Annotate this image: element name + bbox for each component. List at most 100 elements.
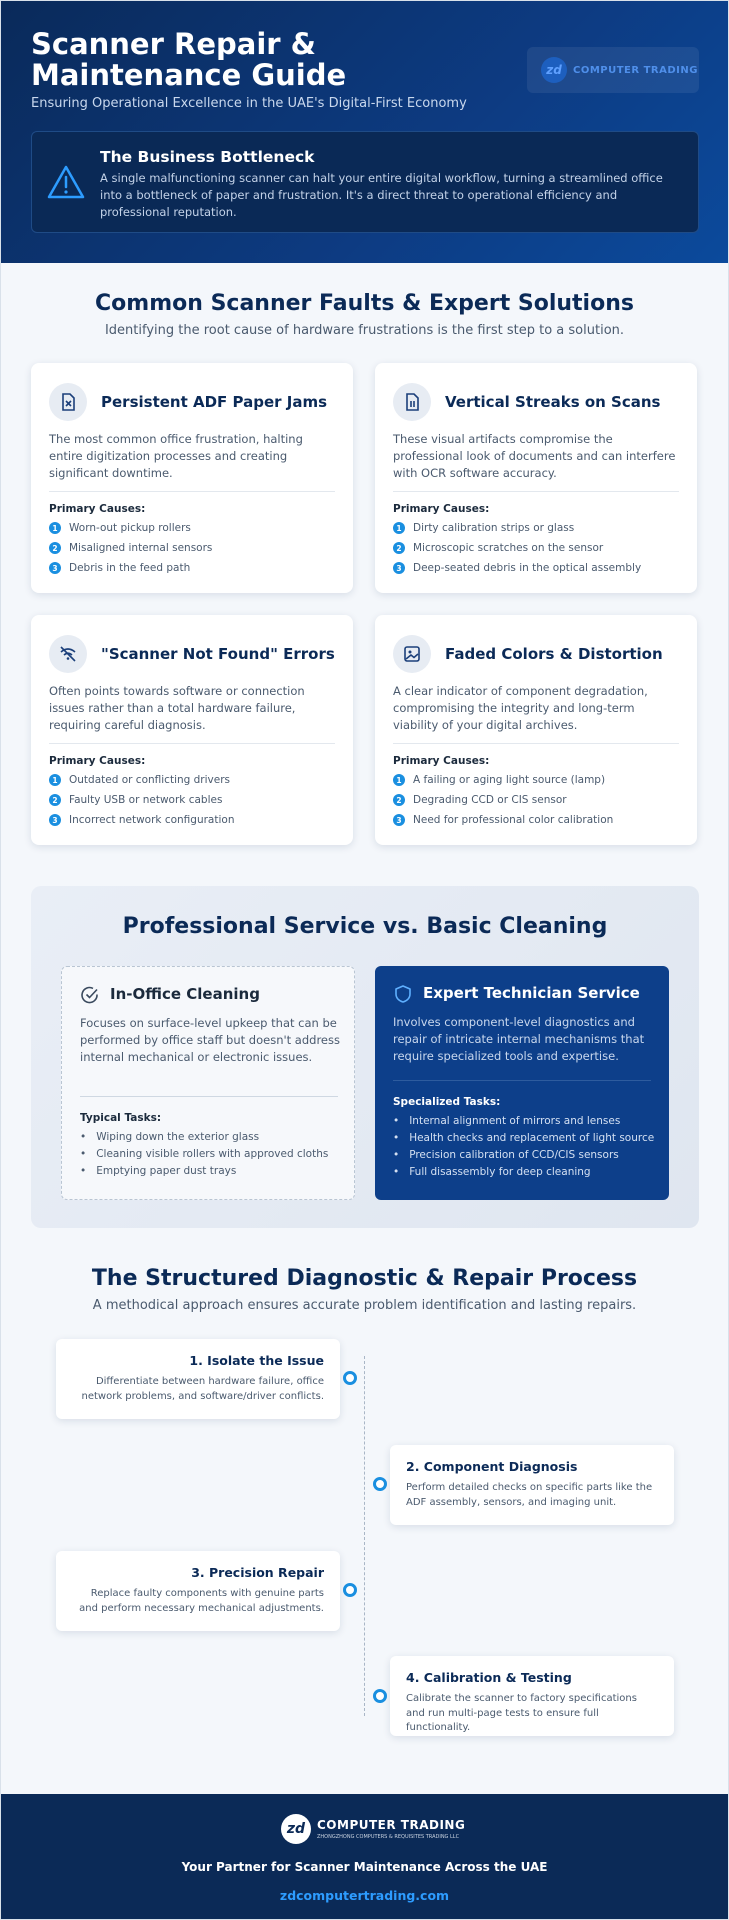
cause-number: 1: [49, 774, 61, 786]
logo-mark: zd: [541, 57, 567, 83]
expert-text: Involves component-level diagnostics and…: [393, 1015, 645, 1063]
process-step-3: 3. Precision Repair Replace faulty compo…: [56, 1551, 340, 1631]
step-title: 4. Calibration & Testing: [406, 1670, 572, 1685]
footer-website-link[interactable]: zdcomputertrading.com: [279, 1888, 450, 1903]
causes-label: Primary Causes:: [393, 755, 490, 767]
in-office-title: In-Office Cleaning: [110, 985, 260, 1003]
task-item: Health checks and replacement of light s…: [393, 1129, 654, 1146]
fault-card-text: The most common office frustration, halt…: [49, 432, 303, 480]
cause-text: Outdated or conflicting drivers: [69, 774, 231, 786]
timeline-dot: [343, 1371, 357, 1385]
task-item: Internal alignment of mirrors and lenses: [393, 1112, 654, 1129]
cause-text: Incorrect network configuration: [69, 814, 235, 826]
causes-label: Primary Causes:: [393, 503, 490, 515]
process-step-4: 4. Calibration & Testing Calibrate the s…: [390, 1656, 674, 1736]
process-subtitle: A methodical approach ensures accurate p…: [92, 1298, 637, 1313]
footer: zd COMPUTER TRADING ZHONGZHONG COMPUTERS…: [1, 1794, 728, 1919]
cause-item: 2 Degrading CCD or CIS sensor: [393, 794, 567, 806]
timeline-dot: [343, 1583, 357, 1597]
cause-number: 3: [49, 814, 61, 826]
footer-logo-mark: zd: [281, 1814, 311, 1844]
shield-icon: [395, 985, 411, 1003]
step-title: 3. Precision Repair: [191, 1565, 324, 1580]
comparison-section: Professional Service vs. Basic Cleaning …: [31, 886, 699, 1228]
logo-text: COMPUTER TRADING: [573, 64, 698, 76]
page-title: Scanner Repair & Maintenance Guide: [31, 27, 347, 92]
cause-item: 3 Need for professional color calibration: [393, 814, 613, 826]
cause-text: Dirty calibration strips or glass: [413, 522, 575, 534]
cause-number: 3: [393, 562, 405, 574]
timeline-line: [364, 1356, 365, 1716]
cause-number: 1: [393, 522, 405, 534]
card-divider: [49, 743, 335, 744]
step-title: 1. Isolate the Issue: [189, 1353, 324, 1368]
cause-text: Degrading CCD or CIS sensor: [413, 794, 567, 806]
cause-text: Misaligned internal sensors: [69, 542, 213, 554]
step-text: Differentiate between hardware failure, …: [81, 1376, 324, 1402]
panel-divider: [393, 1080, 651, 1081]
bottleneck-callout: The Business Bottleneck A single malfunc…: [31, 131, 699, 233]
cause-number: 2: [393, 794, 405, 806]
fault-card-title: Persistent ADF Paper Jams: [101, 393, 328, 411]
fault-card-adf-jams: Persistent ADF Paper Jams The most commo…: [31, 363, 353, 593]
image-icon: [393, 635, 431, 673]
fault-card-title: Faded Colors & Distortion: [445, 645, 663, 663]
cause-item: 3 Deep-seated debris in the optical assem…: [393, 562, 641, 574]
faults-subtitle: Identifying the root cause of hardware f…: [104, 323, 625, 338]
bottleneck-title: The Business Bottleneck: [100, 148, 315, 166]
fault-card-title: Vertical Streaks on Scans: [445, 393, 661, 411]
timeline-dot: [373, 1477, 387, 1491]
card-divider: [49, 491, 335, 492]
task-item: Wiping down the exterior glass: [80, 1128, 328, 1145]
process-title: The Structured Diagnostic & Repair Proce…: [91, 1266, 638, 1291]
step-title: 2. Component Diagnosis: [406, 1459, 578, 1474]
process-step-2: 2. Component Diagnosis Perform detailed …: [390, 1445, 674, 1525]
fault-card-text: A clear indicator of component degradati…: [393, 684, 648, 732]
comparison-title: Professional Service vs. Basic Cleaning: [122, 914, 608, 939]
typical-tasks-list: Wiping down the exterior glass Cleaning …: [80, 1128, 328, 1179]
page-subtitle: Ensuring Operational Excellence in the U…: [31, 96, 467, 111]
cause-item: 1 Outdated or conflicting drivers: [49, 774, 230, 786]
fault-card-scanner-not-found: "Scanner Not Found" Errors Often points …: [31, 615, 353, 845]
specialized-tasks-label: Specialized Tasks:: [393, 1096, 501, 1108]
bottleneck-text: A single malfunctioning scanner can halt…: [100, 171, 663, 219]
fault-card-title: "Scanner Not Found" Errors: [101, 645, 335, 663]
fault-card-faded-colors: Faded Colors & Distortion A clear indica…: [375, 615, 697, 845]
cause-item: 1 Dirty calibration strips or glass: [393, 522, 574, 534]
cause-text: Faulty USB or network cables: [69, 794, 223, 806]
cause-number: 2: [49, 542, 61, 554]
step-text: Calibrate the scanner to factory specifi…: [406, 1693, 637, 1733]
step-text: Perform detailed checks on specific part…: [406, 1482, 653, 1508]
in-office-text: Focuses on surface-level upkeep that can…: [80, 1016, 340, 1064]
typical-tasks-label: Typical Tasks:: [80, 1112, 162, 1124]
task-item: Emptying paper dust trays: [80, 1162, 328, 1179]
fault-card-vertical-streaks: Vertical Streaks on Scans These visual a…: [375, 363, 697, 593]
timeline-dot: [373, 1689, 387, 1703]
header-logo: zd COMPUTER TRADING: [527, 47, 699, 93]
step-text: Replace faulty components with genuine p…: [79, 1588, 324, 1614]
expert-title: Expert Technician Service: [423, 984, 640, 1002]
footer-brand-sub: ZHONGZHONG COMPUTERS & REQUISITES TRADIN…: [317, 1834, 460, 1840]
in-office-cleaning-panel: In-Office Cleaning Focuses on surface-le…: [61, 966, 355, 1200]
cause-item: 2 Misaligned internal sensors: [49, 542, 212, 554]
paper-jam-icon: [49, 383, 87, 421]
card-divider: [393, 491, 679, 492]
cause-text: Deep-seated debris in the optical assemb…: [413, 562, 642, 574]
cause-number: 2: [393, 542, 405, 554]
fault-card-text: These visual artifacts compromise the pr…: [393, 432, 676, 480]
cause-text: Worn-out pickup rollers: [69, 522, 191, 534]
causes-label: Primary Causes:: [49, 755, 146, 767]
cause-text: Microscopic scratches on the sensor: [413, 542, 604, 554]
footer-logo: zd COMPUTER TRADING ZHONGZHONG COMPUTERS…: [281, 1814, 465, 1844]
card-divider: [393, 743, 679, 744]
cause-number: 3: [393, 814, 405, 826]
task-item: Full disassembly for deep cleaning: [393, 1163, 654, 1180]
specialized-tasks-list: Internal alignment of mirrors and lenses…: [393, 1112, 654, 1180]
warning-icon: [47, 165, 85, 199]
cause-text: Need for professional color calibration: [413, 814, 614, 826]
task-item: Cleaning visible rollers with approved c…: [80, 1145, 328, 1162]
wifi-off-icon: [49, 635, 87, 673]
